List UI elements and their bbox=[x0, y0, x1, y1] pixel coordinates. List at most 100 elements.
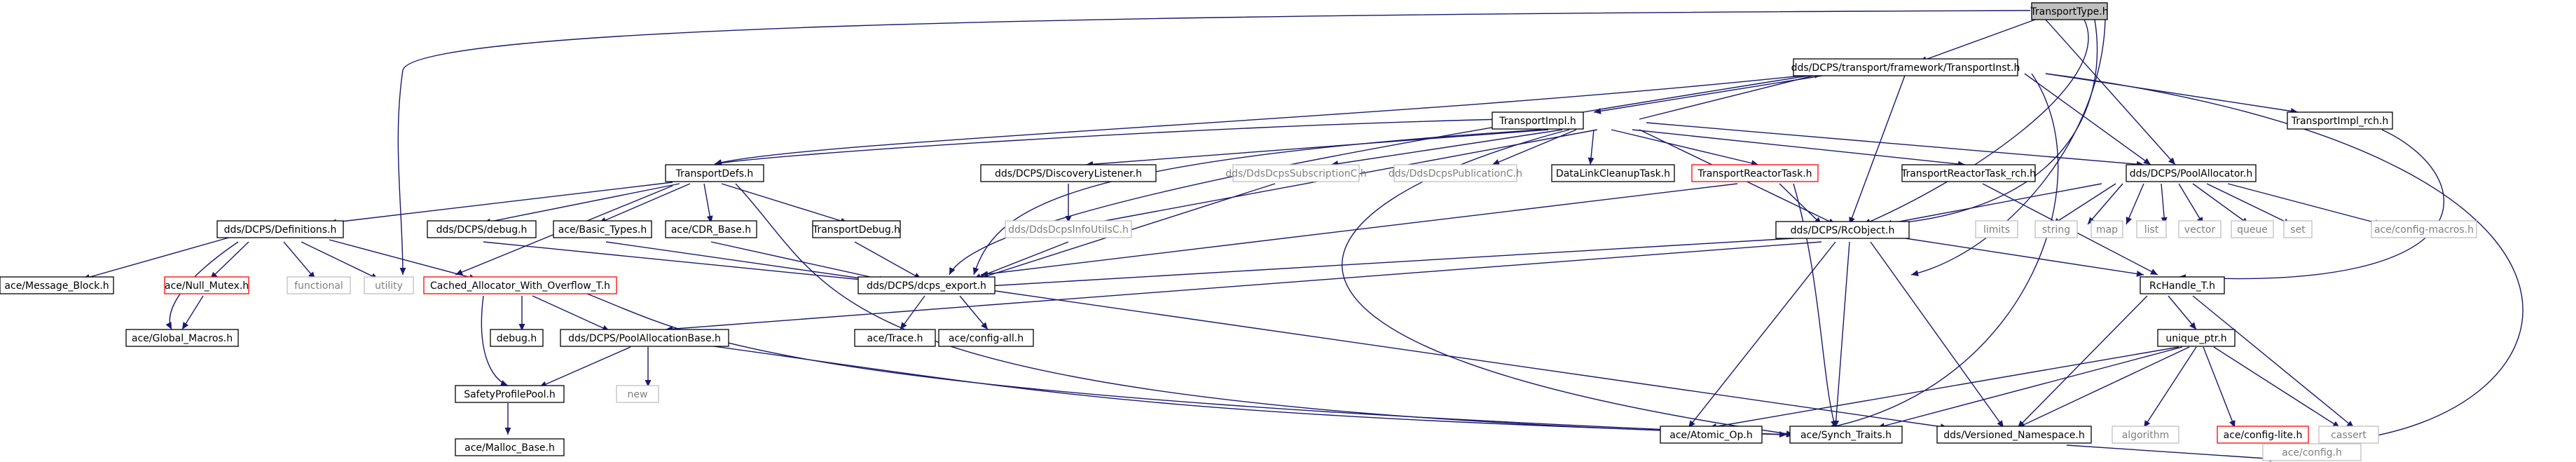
node-label: dds/DdsDcpsInfoUtilsC.h bbox=[1008, 224, 1129, 236]
node-dds-dcps-subscription-c-h[interactable]: dds/DdsDcpsSubscriptionC.h bbox=[1225, 164, 1367, 182]
node-label: RcHandle_T.h bbox=[2149, 280, 2215, 292]
node-discovery-listener-h[interactable]: dds/DCPS/DiscoveryListener.h bbox=[980, 164, 1157, 182]
node-malloc-base-h[interactable]: ace/Malloc_Base.h bbox=[455, 438, 565, 456]
node-box bbox=[2031, 2, 2108, 20]
node-map[interactable]: map bbox=[2091, 220, 2123, 238]
node-box bbox=[287, 276, 351, 294]
node-dcps-definitions-h[interactable]: dds/DCPS/Definitions.h bbox=[216, 220, 344, 238]
node-rc-object-h[interactable]: dds/DCPS/RcObject.h bbox=[1775, 221, 1910, 239]
node-label: ace/config-all.h bbox=[949, 333, 1024, 344]
node-utility[interactable]: utility bbox=[364, 276, 414, 294]
node-queue[interactable]: queue bbox=[2231, 220, 2274, 238]
node-functional[interactable]: functional bbox=[287, 276, 351, 294]
node-box bbox=[2318, 426, 2379, 444]
node-label: dds/Versioned_Namespace.h bbox=[1943, 430, 2084, 441]
node-trace-h[interactable]: ace/Trace.h bbox=[854, 329, 936, 347]
node-limits[interactable]: limits bbox=[1975, 220, 2018, 238]
node-transport-type-h[interactable]: TransportType.h bbox=[2030, 2, 2109, 20]
node-transport-debug-h[interactable]: TransportDebug.h bbox=[812, 220, 901, 238]
node-box bbox=[857, 276, 996, 294]
node-box bbox=[2126, 164, 2257, 182]
node-box bbox=[1393, 164, 1517, 182]
node-box bbox=[1492, 111, 1584, 130]
node-new[interactable]: new bbox=[616, 385, 659, 403]
node-box bbox=[455, 385, 565, 403]
node-unique-ptr-h[interactable]: unique_ptr.h bbox=[2157, 329, 2236, 347]
node-label: TransportReactorTask_rch.h bbox=[1901, 168, 2036, 179]
node-label: set bbox=[2290, 224, 2306, 236]
node-pool-allocator-h[interactable]: dds/DCPS/PoolAllocator.h bbox=[2126, 164, 2257, 182]
node-vector[interactable]: vector bbox=[2178, 220, 2222, 238]
node-label: list bbox=[2144, 224, 2159, 236]
node-label: algorithm bbox=[2122, 430, 2170, 441]
node-transport-defs-h[interactable]: TransportDefs.h bbox=[665, 164, 764, 182]
node-label: ace/Basic_Types.h bbox=[558, 224, 647, 236]
node-box bbox=[1775, 221, 1910, 239]
node-pool-allocation-base-h[interactable]: dds/DCPS/PoolAllocationBase.h bbox=[560, 329, 729, 347]
node-box bbox=[616, 385, 659, 403]
node-box bbox=[1232, 164, 1360, 182]
node-set[interactable]: set bbox=[2283, 220, 2313, 238]
node-dcps-debug-h[interactable]: dds/DCPS/debug.h bbox=[427, 220, 537, 238]
node-box bbox=[2231, 220, 2274, 238]
node-dcps-export-h[interactable]: dds/DCPS/dcps_export.h bbox=[857, 276, 996, 294]
node-label: cassert bbox=[2331, 430, 2367, 441]
node-label: ace/Trace.h bbox=[867, 333, 923, 344]
node-datalink-cleanup-task-h[interactable]: DataLinkCleanupTask.h bbox=[1551, 164, 1675, 182]
node-label: string bbox=[2042, 224, 2070, 236]
node-box bbox=[423, 276, 617, 294]
node-label: Cached_Allocator_With_Overflow_T.h bbox=[430, 280, 610, 292]
node-box bbox=[1551, 164, 1675, 182]
node-null-mutex-h[interactable]: ace/Null_Mutex.h bbox=[164, 276, 249, 294]
node-box bbox=[2091, 220, 2123, 238]
node-box bbox=[812, 220, 901, 238]
node-label: ace/config.h bbox=[2282, 447, 2342, 458]
node-label: vector bbox=[2184, 224, 2216, 236]
node-transport-impl-h[interactable]: TransportImpl.h bbox=[1492, 111, 1584, 130]
node-config-all-h[interactable]: ace/config-all.h bbox=[938, 329, 1034, 347]
node-string[interactable]: string bbox=[2034, 220, 2078, 238]
node-global-macros-h[interactable]: ace/Global_Macros.h bbox=[125, 329, 239, 347]
node-box bbox=[980, 164, 1157, 182]
node-basic-types-h[interactable]: ace/Basic_Types.h bbox=[553, 220, 652, 238]
node-label: dds/DdsDcpsSubscriptionC.h bbox=[1225, 168, 1367, 179]
node-synch-traits-h[interactable]: ace/Synch_Traits.h bbox=[1789, 426, 1903, 444]
node-rc-handle-t-h[interactable]: RcHandle_T.h bbox=[2140, 276, 2225, 294]
node-box bbox=[560, 329, 729, 347]
node-list[interactable]: list bbox=[2136, 220, 2167, 238]
node-label: utility bbox=[375, 280, 403, 292]
node-box bbox=[1793, 58, 2018, 76]
node-versioned-namespace-h[interactable]: dds/Versioned_Namespace.h bbox=[1936, 426, 2092, 444]
node-box bbox=[2262, 443, 2362, 461]
node-cassert[interactable]: cassert bbox=[2318, 426, 2379, 444]
node-atomic-op-h[interactable]: ace/Atomic_Op.h bbox=[1660, 426, 1763, 444]
node-box bbox=[455, 438, 565, 456]
node-dds-dcps-publication-c-h[interactable]: dds/DdsDcpsPublicationC.h bbox=[1389, 164, 1522, 182]
node-transport-impl-rch-h[interactable]: TransportImpl_rch.h bbox=[2287, 111, 2393, 130]
node-dds-dcps-info-utils-c-h[interactable]: dds/DdsDcpsInfoUtilsC.h bbox=[1005, 220, 1132, 238]
node-label: ace/Synch_Traits.h bbox=[1800, 430, 1892, 441]
node-label: unique_ptr.h bbox=[2165, 333, 2226, 344]
node-label: TransportImpl_rch.h bbox=[2291, 116, 2389, 127]
node-box bbox=[0, 276, 114, 294]
node-transport-inst-h[interactable]: dds/DCPS/transport/framework/TransportIn… bbox=[1791, 58, 2020, 76]
node-label: ace/Atomic_Op.h bbox=[1669, 430, 1752, 441]
node-config-h[interactable]: ace/config.h bbox=[2262, 443, 2362, 461]
node-box bbox=[216, 220, 344, 238]
node-label: ace/Malloc_Base.h bbox=[464, 442, 555, 454]
node-algorithm[interactable]: algorithm bbox=[2112, 426, 2179, 444]
node-label: TransportReactorTask.h bbox=[1697, 168, 1812, 179]
node-message-block-h[interactable]: ace/Message_Block.h bbox=[0, 276, 114, 294]
node-label: dds/DdsDcpsPublicationC.h bbox=[1389, 168, 1522, 179]
node-transport-reactor-task-rch-h[interactable]: TransportReactorTask_rch.h bbox=[1901, 164, 2036, 182]
node-cached-allocator-h[interactable]: Cached_Allocator_With_Overflow_T.h bbox=[423, 276, 617, 294]
node-config-lite-h[interactable]: ace/config-lite.h bbox=[2217, 426, 2309, 444]
node-label: SafetyProfilePool.h bbox=[464, 389, 556, 400]
node-safety-profile-pool-h[interactable]: SafetyProfilePool.h bbox=[455, 385, 565, 403]
node-box bbox=[2287, 111, 2393, 130]
node-config-macros-h[interactable]: ace/config-macros.h bbox=[2371, 220, 2477, 238]
node-box bbox=[1691, 164, 1819, 182]
node-debug-h[interactable]: debug.h bbox=[490, 329, 544, 347]
node-cdr-base-h[interactable]: ace/CDR_Base.h bbox=[665, 220, 757, 238]
node-transport-reactor-task-h[interactable]: TransportReactorTask.h bbox=[1691, 164, 1819, 182]
